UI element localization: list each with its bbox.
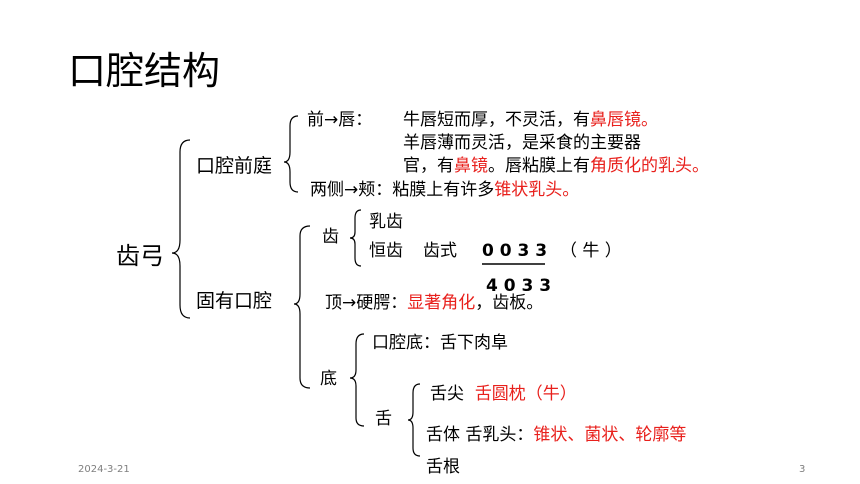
lip-line-1: 牛唇短而厚，不灵活，有鼻唇镜。: [403, 112, 658, 129]
cheek-text: 两侧→颊：粘膜上有许多: [310, 180, 495, 200]
floor-item: 口腔底：舌下肉阜: [372, 333, 508, 353]
tongue-tip-text: 舌尖: [430, 384, 464, 404]
lip-line-3-text-b: 。唇粘膜上有: [488, 156, 590, 176]
lip-line-3: 官，有鼻镜。唇粘膜上有角质化的乳头。: [403, 158, 709, 175]
roof-line: 顶→硬腭：显著角化，齿板。: [325, 295, 543, 312]
tongue-tip-highlight: 舌圆枕（牛）: [474, 384, 577, 404]
permanent-teeth: 恒齿: [369, 241, 403, 261]
lip-line-3-text-a: 官，有: [403, 156, 454, 176]
roof-text-b: ，齿板。: [475, 293, 544, 313]
lip-line-1-text: 牛唇短而厚，不灵活，有: [403, 110, 590, 130]
proper-label: 固有口腔: [196, 290, 273, 312]
floor-label: 底: [320, 369, 337, 389]
lip-line-2: 羊唇薄而灵活，是采食的主要器: [403, 133, 641, 153]
page-title: 口腔结构: [68, 49, 221, 93]
formula-bottom: 4 0 3 3: [486, 276, 552, 296]
lip-line-1-highlight: 鼻唇镜。: [590, 110, 658, 130]
front-lip-label: 前→唇：: [307, 110, 373, 130]
proper-brace: [293, 225, 311, 389]
teeth-brace: [349, 209, 362, 267]
tongue-tip: 舌尖 舌圆枕（牛）: [430, 386, 577, 403]
tongue-root: 舌根: [426, 457, 460, 477]
footer-date: 2024-3-21: [78, 464, 130, 475]
root-brace: [171, 139, 191, 319]
roof-text-a: 顶→硬腭：: [325, 293, 408, 313]
lip-line-3-highlight-b: 角质化的乳头。: [590, 156, 709, 176]
lip-line-3-highlight-a: 鼻镜: [454, 156, 488, 176]
tongue-label: 舌: [375, 409, 392, 429]
tongue-body-text: 舌体 舌乳头：: [426, 425, 534, 445]
tongue-body: 舌体 舌乳头：锥状、菌状、轮廓等: [426, 427, 686, 444]
vestibule-label: 口腔前庭: [196, 155, 273, 177]
cheek-highlight: 锥状乳头。: [494, 180, 580, 200]
formula-label: 齿式: [423, 241, 457, 261]
teeth-label: 齿: [322, 227, 339, 247]
tongue-body-highlight: 锥状、菌状、轮廓等: [533, 425, 687, 445]
formula-top: 0 0 3 3: [482, 241, 548, 261]
formula-note: （ 牛 ）: [560, 241, 622, 261]
footer-page-number: 3: [799, 464, 806, 475]
floor-brace: [349, 333, 365, 427]
cheek-line: 两侧→颊：粘膜上有许多锥状乳头。: [310, 182, 579, 199]
roof-highlight: 显著角化: [407, 293, 476, 313]
tongue-brace: [407, 383, 421, 457]
root-label: 齿弓: [116, 242, 164, 270]
milk-teeth: 乳齿: [369, 212, 403, 232]
vestibule-brace: [283, 115, 299, 193]
